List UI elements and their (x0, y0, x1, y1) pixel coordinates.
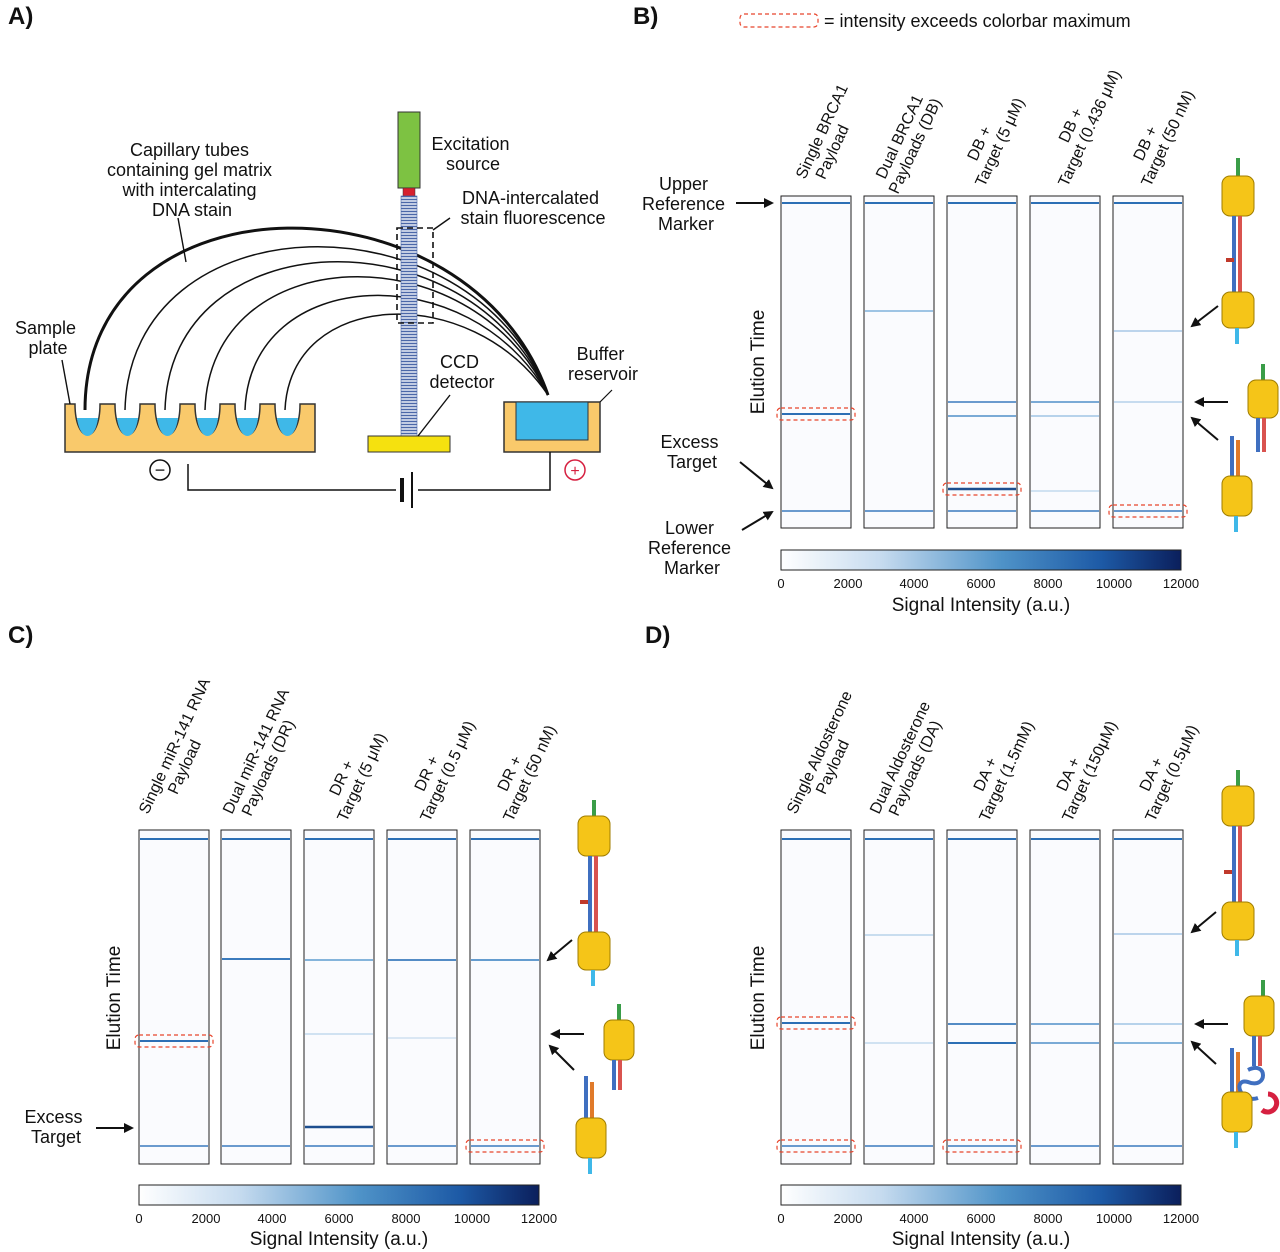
panel-d-column-headers: Single AldosteronePayload Dual Aldostero… (784, 688, 1202, 824)
panel-d-colorbar-title: Signal Intensity (a.u.) (892, 1229, 1070, 1250)
panel-c-nanostructure-dual (577, 800, 611, 986)
panel-d-nanostructure-bound (1243, 980, 1275, 1066)
panel-c-colorbar: 0 2000 4000 6000 8000 10000 12000 Signal… (135, 1184, 557, 1250)
panel-b-nanostructure-bound (1247, 364, 1279, 452)
svg-text:12000: 12000 (1163, 1211, 1199, 1226)
panel-c-colorbar-title: Signal Intensity (a.u.) (250, 1229, 428, 1250)
svg-text:10000: 10000 (1096, 1211, 1132, 1226)
svg-text:DB +Target (50 nM): DB +Target (50 nM) (1122, 80, 1198, 189)
legend-text: = intensity exceeds colorbar maximum (824, 11, 1131, 31)
svg-text:Single AldosteronePayload: Single AldosteronePayload (784, 688, 872, 824)
panel-d-label: D) (645, 622, 670, 649)
panel-b-nanostructure-dual (1221, 158, 1255, 344)
panel-c: Single miR-141 RNAPayload Dual miR-141 R… (24, 675, 635, 1250)
minus-symbol: − (155, 460, 166, 480)
panel-b-lanes (780, 195, 1184, 529)
detection-window (396, 227, 434, 324)
panel-b-axis-label: Elution Time (748, 310, 769, 415)
panel-d-nanostructure-single (1221, 1048, 1280, 1148)
svg-text:2000: 2000 (834, 1211, 863, 1226)
fluorescence-column (400, 195, 418, 437)
plus-symbol: + (570, 463, 579, 480)
svg-text:0: 0 (777, 1211, 784, 1226)
sample-wells-liquid (77, 418, 298, 436)
panel-c-overflow-boxes (134, 1034, 545, 1153)
panel-d-overflow-boxes (776, 1016, 1022, 1153)
panel-c-column-headers: Single miR-141 RNAPayload Dual miR-141 R… (136, 675, 560, 824)
panel-b-bands (782, 202, 1182, 512)
svg-text:0: 0 (135, 1211, 142, 1226)
svg-text:8000: 8000 (392, 1211, 421, 1226)
svg-text:DR +Target (50 nM): DR +Target (50 nM) (484, 715, 560, 824)
panel-d-axis-label: Elution Time (748, 946, 769, 1051)
panel-b-column-headers: Single BRCA1Payload Dual BRCA1Payloads (… (793, 60, 1198, 196)
overflow-legend: = intensity exceeds colorbar maximum (739, 11, 1131, 31)
panel-c-axis-label: Elution Time (104, 946, 125, 1051)
panel-b-excess-label: Excess Target (660, 432, 723, 472)
svg-text:Single miR-141 RNAPayload: Single miR-141 RNAPayload (136, 675, 230, 824)
panel-d-colorbar: 0 2000 4000 6000 8000 10000 12000 Signal… (777, 1184, 1199, 1250)
svg-text:6000: 6000 (967, 1211, 996, 1226)
panel-b-label: B) (633, 3, 658, 30)
svg-text:Dual AldosteronePayloads (DA): Dual AldosteronePayloads (DA) (867, 699, 950, 824)
svg-text:DA +Target (1.5mM): DA +Target (1.5mM) (960, 711, 1038, 824)
svg-text:8000: 8000 (1034, 576, 1063, 591)
svg-text:Dual BRCA1Payloads (DB): Dual BRCA1Payloads (DB) (870, 88, 945, 196)
svg-text:DR +Target (0.5 μM): DR +Target (0.5 μM) (401, 711, 479, 824)
panel-c-bands (140, 838, 539, 1147)
svg-text:Single BRCA1Payload: Single BRCA1Payload (793, 82, 868, 190)
minus-terminal (149, 459, 171, 481)
buffer-label: Buffer reservoir (568, 344, 638, 384)
panel-b-nanostructure-single (1221, 436, 1253, 532)
svg-text:10000: 10000 (454, 1211, 490, 1226)
excitation-source (397, 111, 421, 189)
svg-text:12000: 12000 (1163, 576, 1199, 591)
panel-b-colorbar: 0 2000 4000 6000 8000 10000 12000 Signal… (777, 549, 1199, 616)
panel-a: A) (8, 3, 638, 508)
svg-text:12000: 12000 (521, 1211, 557, 1226)
svg-text:10000: 10000 (1096, 576, 1132, 591)
panel-d-nanostructure-dual (1221, 770, 1255, 956)
svg-text:4000: 4000 (900, 576, 929, 591)
capillary-label: Capillary tubes containing gel matrix wi… (107, 140, 277, 220)
panel-c-label: C) (8, 622, 33, 649)
plus-terminal (564, 459, 586, 481)
panel-a-label: A) (8, 3, 33, 30)
panel-c-excess-label: Excess Target (24, 1107, 87, 1147)
svg-text:DR +Target (5 μM): DR +Target (5 μM) (318, 723, 390, 824)
panel-c-lanes (138, 829, 541, 1165)
capillary-tubes (83, 226, 550, 411)
svg-text:0: 0 (777, 576, 784, 591)
ccd-label: CCD detector (429, 352, 494, 392)
svg-text:8000: 8000 (1034, 1211, 1063, 1226)
panel-d-bands (782, 838, 1182, 1147)
svg-text:4000: 4000 (900, 1211, 929, 1226)
lower-marker-label: Lower Reference Marker (648, 518, 736, 578)
panel-d: Single AldosteronePayload Dual Aldostero… (748, 688, 1280, 1250)
upper-marker-label: Upper Reference Marker (642, 174, 730, 234)
panel-c-nanostructure-bound (603, 1004, 635, 1090)
svg-text:DB +Target (0.436 μM): DB +Target (0.436 μM) (1039, 60, 1124, 190)
svg-text:2000: 2000 (834, 576, 863, 591)
svg-text:6000: 6000 (325, 1211, 354, 1226)
svg-text:DB +Target (5 μM): DB +Target (5 μM) (956, 88, 1028, 189)
panel-b-colorbar-title: Signal Intensity (a.u.) (892, 595, 1070, 616)
excitation-label: Excitation source (431, 134, 514, 174)
sample-plate-label: Sample plate (15, 318, 81, 358)
fluorescence-label: DNA-intercalated stain fluorescence (460, 188, 605, 228)
svg-text:Dual miR-141 RNAPayloads (DR): Dual miR-141 RNAPayloads (DR) (220, 686, 309, 824)
panel-b: Single BRCA1Payload Dual BRCA1Payloads (… (642, 60, 1279, 616)
panel-d-lanes (780, 829, 1184, 1165)
panel-b-overflow-boxes (776, 407, 1188, 518)
svg-text:DA +Target (0.5μM): DA +Target (0.5μM) (1126, 715, 1202, 824)
svg-text:2000: 2000 (192, 1211, 221, 1226)
svg-text:DA +Target (150μM): DA +Target (150μM) (1043, 711, 1121, 824)
svg-text:4000: 4000 (258, 1211, 287, 1226)
panel-c-nanostructure-single (575, 1076, 607, 1174)
svg-text:6000: 6000 (967, 576, 996, 591)
sample-plate (64, 403, 316, 453)
ccd-detector (367, 435, 451, 453)
